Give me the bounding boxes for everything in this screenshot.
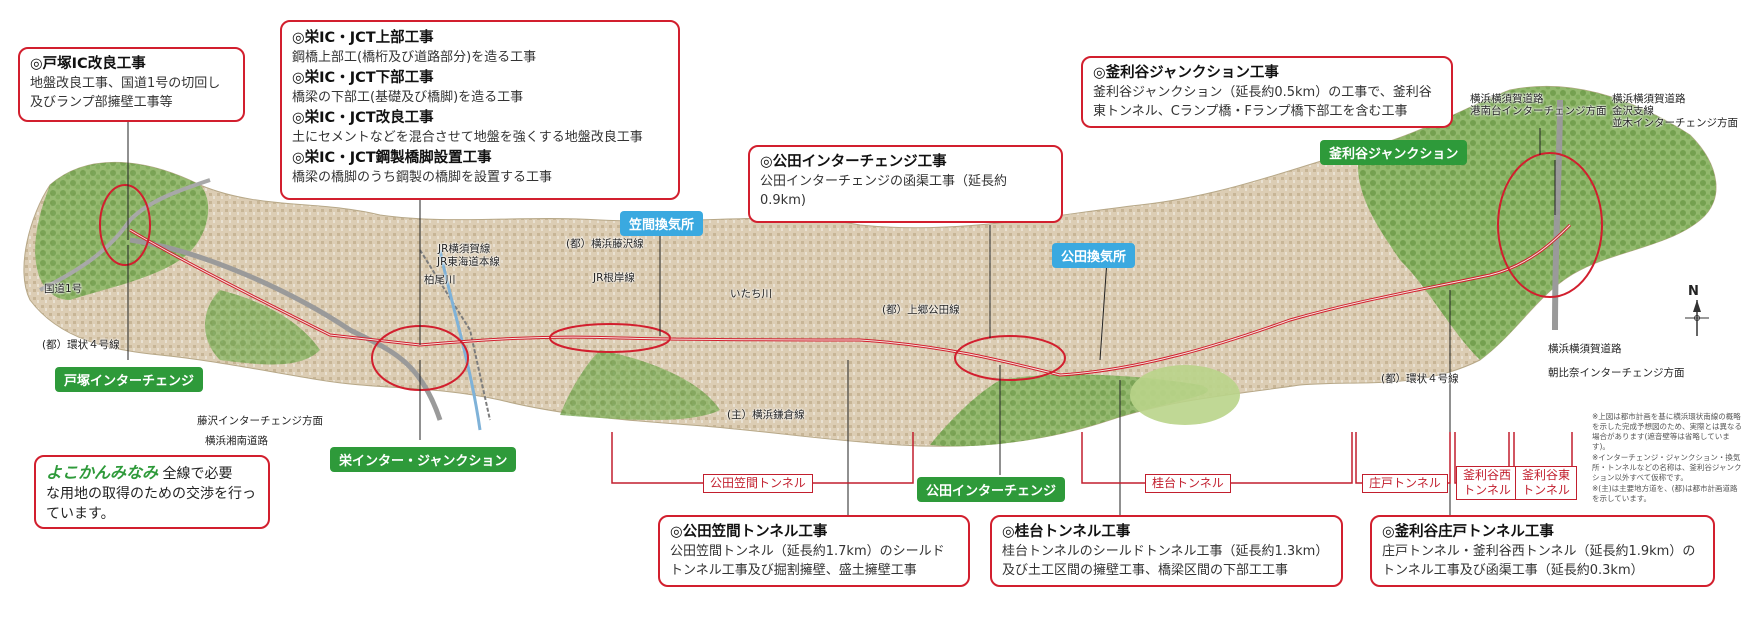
callout-line: 釜利谷ジャンクション（延長約0.5km）の工事で、釜利谷 [1093,85,1432,100]
road-label-line: 金沢支線 [1612,105,1654,117]
compass-north-label: N [1688,284,1699,299]
callout-kuden-ic: ◎公田インターチェンジ工事 公田インターチェンジの函渠工事（延長約 0.9km) [748,145,1063,223]
callout-totsuka-ic: ◎戸塚IC改良工事 地盤改良工事、国道1号の切回し 及びランプ部擁壁工事等 [18,47,245,122]
callout-line: トンネル工事及び函渠工事（延長約0.3km） [1382,563,1644,578]
road-label: 横浜横須賀道路 港南台インターチェンジ方面 [1470,93,1607,117]
label-kamariya-nishi-tunnel: 釜利谷西 トンネル [1456,466,1519,500]
footnotes: ※上図は都市計画を基に横浜環状南線の概略を示した完成予想図のため、実際とは異なる… [1592,412,1744,505]
road-label: 横浜横須賀道路 金沢支線 並木インターチェンジ方面 [1612,93,1738,129]
label-katsuradai-tunnel: 桂台トンネル [1145,474,1231,493]
road-yokohama-shonan [129,237,443,421]
road-label-line: 横浜横須賀道路 [1470,93,1544,105]
road-label-line: 港南台インターチェンジ方面 [1470,105,1607,117]
callout-kamariya-shodo-tunnel: ◎釜利谷庄戸トンネル工事 庄戸トンネル・釜利谷西トンネル（延長約1.9km）の … [1370,515,1715,587]
callout-line: 土にセメントなどを混合させて地盤を強くする地盤改良工事 [292,130,643,145]
ring-kasama [549,323,671,353]
label-shodo-tunnel: 庄戸トンネル [1362,474,1448,493]
callout-katsuradai-tunnel: ◎桂台トンネル工事 桂台トンネルのシールドトンネル工事（延長約1.3km） 及び… [990,515,1343,587]
land-acquisition-note: よこかんみなみ 全線で必要 な用地の取得のための交渉を行っ ています。 [34,455,270,529]
golf-course [1130,365,1240,425]
footnote: ※インターチェンジ・ジャンクション・換気所・トンネルなどの名称は、釜利谷ジャンク… [1592,453,1742,482]
ring-kuden [954,335,1066,381]
road-label-line: 横浜横須賀道路 [1548,343,1622,355]
tunnel-label-line: 釜利谷西 [1463,468,1512,482]
footnote: ※上図は都市計画を基に横浜環状南線の概略を示した完成予想図のため、実際とは異なる… [1592,412,1742,451]
label-kasama-vent: 笠間換気所 [620,211,704,236]
callout-line: 地盤改良工事、国道1号の切回し [30,76,221,91]
road-label-line: 並木インターチェンジ方面 [1612,117,1738,129]
road-label: (都）上郷公田線 [882,304,960,316]
label-totsuka-ic: 戸塚インターチェンジ [55,367,204,392]
callout-title: ◎公田笠間トンネル工事 [670,524,828,540]
road-label: 横浜横須賀道路 朝比奈インターチェンジ方面 [1548,337,1685,385]
callout-line: 及びランプ部擁壁工事等 [30,95,173,110]
callout-line: トンネル工事及び掘割擁壁、盛土擁壁工事 [670,563,917,578]
road-label: (主）横浜鎌倉線 [727,409,805,421]
callout-line: 及び土工区間の擁壁工事、橋梁区間の下部工工事 [1002,563,1289,578]
forest-sakae [205,290,320,365]
road-label: (都）環状４号線 [1381,373,1459,385]
ring-totsuka-ic [99,184,151,266]
callout-line: 公田インターチェンジの函渠工事（延長約 [760,174,1008,189]
callout-title: ◎栄IC・JCT改良工事 [292,110,434,126]
callout-title: ◎桂台トンネル工事 [1002,524,1131,540]
road-label: JR横須賀線 [438,243,491,255]
callout-line: 橋梁の橋脚のうち鋼製の橋脚を設置する工事 [292,170,553,185]
callout-line: 鋼橋上部工(橋桁及び道路部分)を造る工事 [292,50,537,65]
label-kuden-ic: 公田インターチェンジ [917,477,1066,502]
tunnel-label-line: トンネル [1463,483,1511,497]
road-label: 国道1号 [44,283,83,295]
road-label-line: 朝比奈インターチェンジ方面 [1548,367,1685,379]
tunnel-label-line: 釜利谷東 [1522,468,1571,482]
label-kuden-vent: 公田換気所 [1052,243,1136,268]
forest-mid [560,350,720,420]
road-label: JR根岸線 [593,272,635,284]
label-kuden-kasama-tunnel: 公田笠間トンネル [703,474,813,493]
ring-kamariya [1497,152,1603,298]
callout-line: 公田笠間トンネル（延長約1.7km）のシールド [670,544,945,559]
note-text: 全線で必要 [162,466,233,482]
callout-sakae-works: ◎栄IC・JCT上部工事 鋼橋上部工(橋桁及び道路部分)を造る工事 ◎栄IC・J… [280,20,680,200]
label-kamariya-jct: 釜利谷ジャンクション [1320,140,1468,165]
note-text: ています。 [46,506,115,522]
road-label: いたち川 [730,288,772,300]
note-text: な用地の取得のための交渉を行っ [46,486,256,502]
footnote: ※(主)は主要地方道を、(都)は都市計画道路を示しています。 [1592,484,1738,503]
callout-title: ◎釜利谷庄戸トンネル工事 [1382,524,1554,540]
callout-kamariya-jct: ◎釜利谷ジャンクション工事 釜利谷ジャンクション（延長約0.5km）の工事で、釜… [1081,56,1453,128]
road-yokosuka [1552,99,1563,331]
road-label: 藤沢インターチェンジ方面 [197,415,323,427]
road-label: 横浜湘南道路 [205,435,268,447]
callout-line: 桂台トンネルのシールドトンネル工事（延長約1.3km） [1002,544,1329,559]
road-label: (都）環状４号線 [42,339,120,351]
road-label-line: 横浜横須賀道路 [1612,93,1686,105]
callout-title: ◎栄IC・JCT上部工事 [292,30,434,46]
road-label: (都）横浜藤沢線 [566,238,644,250]
railway [419,249,491,421]
compass-icon [1685,300,1709,336]
road-kokudo1 [39,178,211,292]
road-label: JR東海道本線 [437,256,500,268]
callout-line: 庄戸トンネル・釜利谷西トンネル（延長約1.9km）の [1382,544,1696,559]
callout-line: 橋梁の下部工(基礎及び橋脚)を造る工事 [292,90,524,105]
callout-title: ◎公田インターチェンジ工事 [760,154,947,170]
river-kashio [438,249,482,431]
label-sakae-jct: 栄インター・ジャンクション [330,447,517,472]
callout-title: ◎戸塚IC改良工事 [30,56,146,72]
label-kamariya-higashi-tunnel: 釜利谷東 トンネル [1515,466,1578,500]
note-highlight: よこかんみなみ [46,463,159,482]
callout-line: 東トンネル、Cランプ橋・Fランプ橋下部工を含む工事 [1093,104,1408,119]
callout-kuden-kasama-tunnel: ◎公田笠間トンネル工事 公田笠間トンネル（延長約1.7km）のシールド トンネル… [658,515,970,587]
callout-title: ◎栄IC・JCT鋼製橋脚設置工事 [292,150,492,166]
tunnel-label-line: トンネル [1522,483,1570,497]
callout-line: 0.9km) [760,193,806,208]
road-label: 柏尾川 [424,274,456,286]
callout-title: ◎栄IC・JCT下部工事 [292,70,434,86]
callout-title: ◎釜利谷ジャンクション工事 [1093,65,1279,81]
